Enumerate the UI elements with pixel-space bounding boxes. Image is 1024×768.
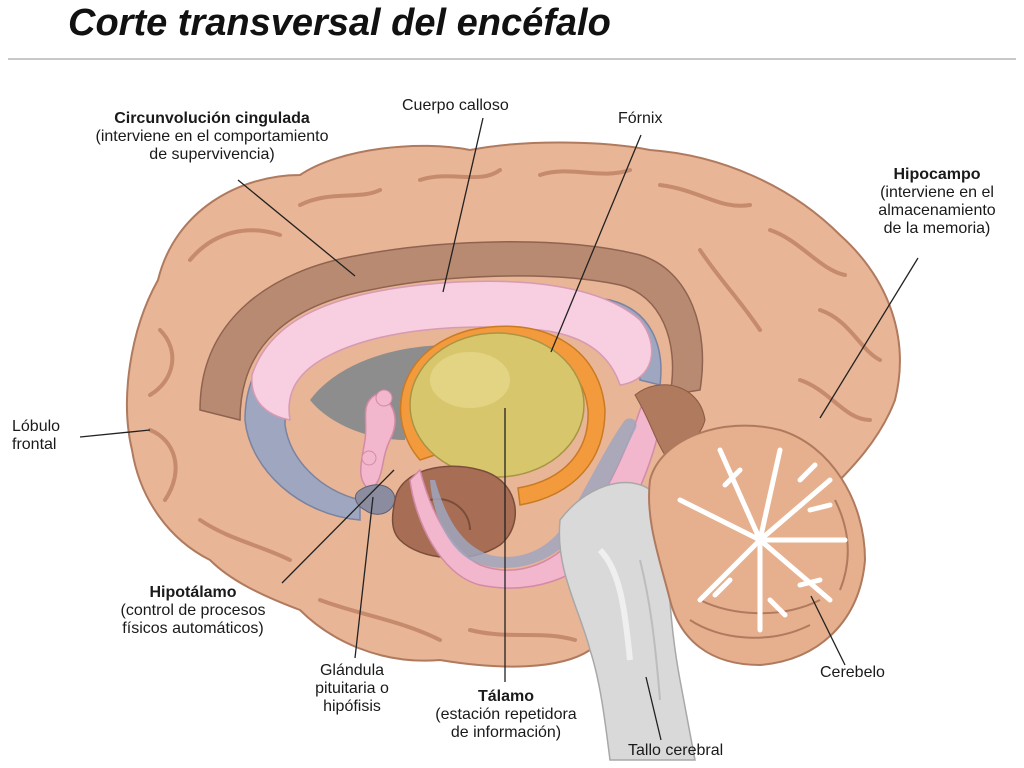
label-desc-line: de información): [406, 724, 606, 742]
label-hipocampo: Hipocampo (interviene en el almacenamien…: [855, 166, 1019, 238]
label-name: Tálamo: [406, 688, 606, 706]
label-name: Circunvolución cingulada: [62, 110, 362, 128]
label-name: Hipocampo: [855, 166, 1019, 184]
label-line: Lóbulo: [12, 418, 60, 436]
label-talamo: Tálamo (estación repetidora de informaci…: [406, 688, 606, 742]
label-line: hipófisis: [297, 698, 407, 716]
label-fornix: Fórnix: [618, 110, 662, 128]
thalamus: [410, 333, 584, 477]
label-line: frontal: [12, 436, 60, 454]
label-name: Hipotálamo: [88, 584, 298, 602]
label-line: Glándula: [297, 662, 407, 680]
label-name: Fórnix: [618, 110, 662, 128]
label-name: Cerebelo: [820, 664, 885, 682]
label-name: Tallo cerebral: [628, 742, 723, 760]
label-cuerpo-calloso: Cuerpo calloso: [402, 97, 509, 115]
label-name: Cuerpo calloso: [402, 97, 509, 115]
label-circunvolucion-cingulada: Circunvolución cingulada (interviene en …: [62, 110, 362, 164]
label-line: pituitaria o: [297, 680, 407, 698]
label-cerebelo: Cerebelo: [820, 664, 885, 682]
label-desc-line: de supervivencia): [62, 146, 362, 164]
label-desc-line: (interviene en el comportamiento: [62, 128, 362, 146]
label-desc-line: (control de procesos: [88, 602, 298, 620]
label-desc-line: físicos automáticos): [88, 620, 298, 638]
label-hipotalamo: Hipotálamo (control de procesos físicos …: [88, 584, 298, 638]
label-tallo-cerebral: Tallo cerebral: [628, 742, 723, 760]
label-glandula-pituitaria: Glándula pituitaria o hipófisis: [297, 662, 407, 716]
label-desc-line: almacenamiento: [855, 202, 1019, 220]
label-desc-line: (interviene en el: [855, 184, 1019, 202]
label-desc-line: de la memoria): [855, 220, 1019, 238]
label-desc-line: (estación repetidora: [406, 706, 606, 724]
label-lobulo-frontal: Lóbulo frontal: [12, 418, 60, 454]
